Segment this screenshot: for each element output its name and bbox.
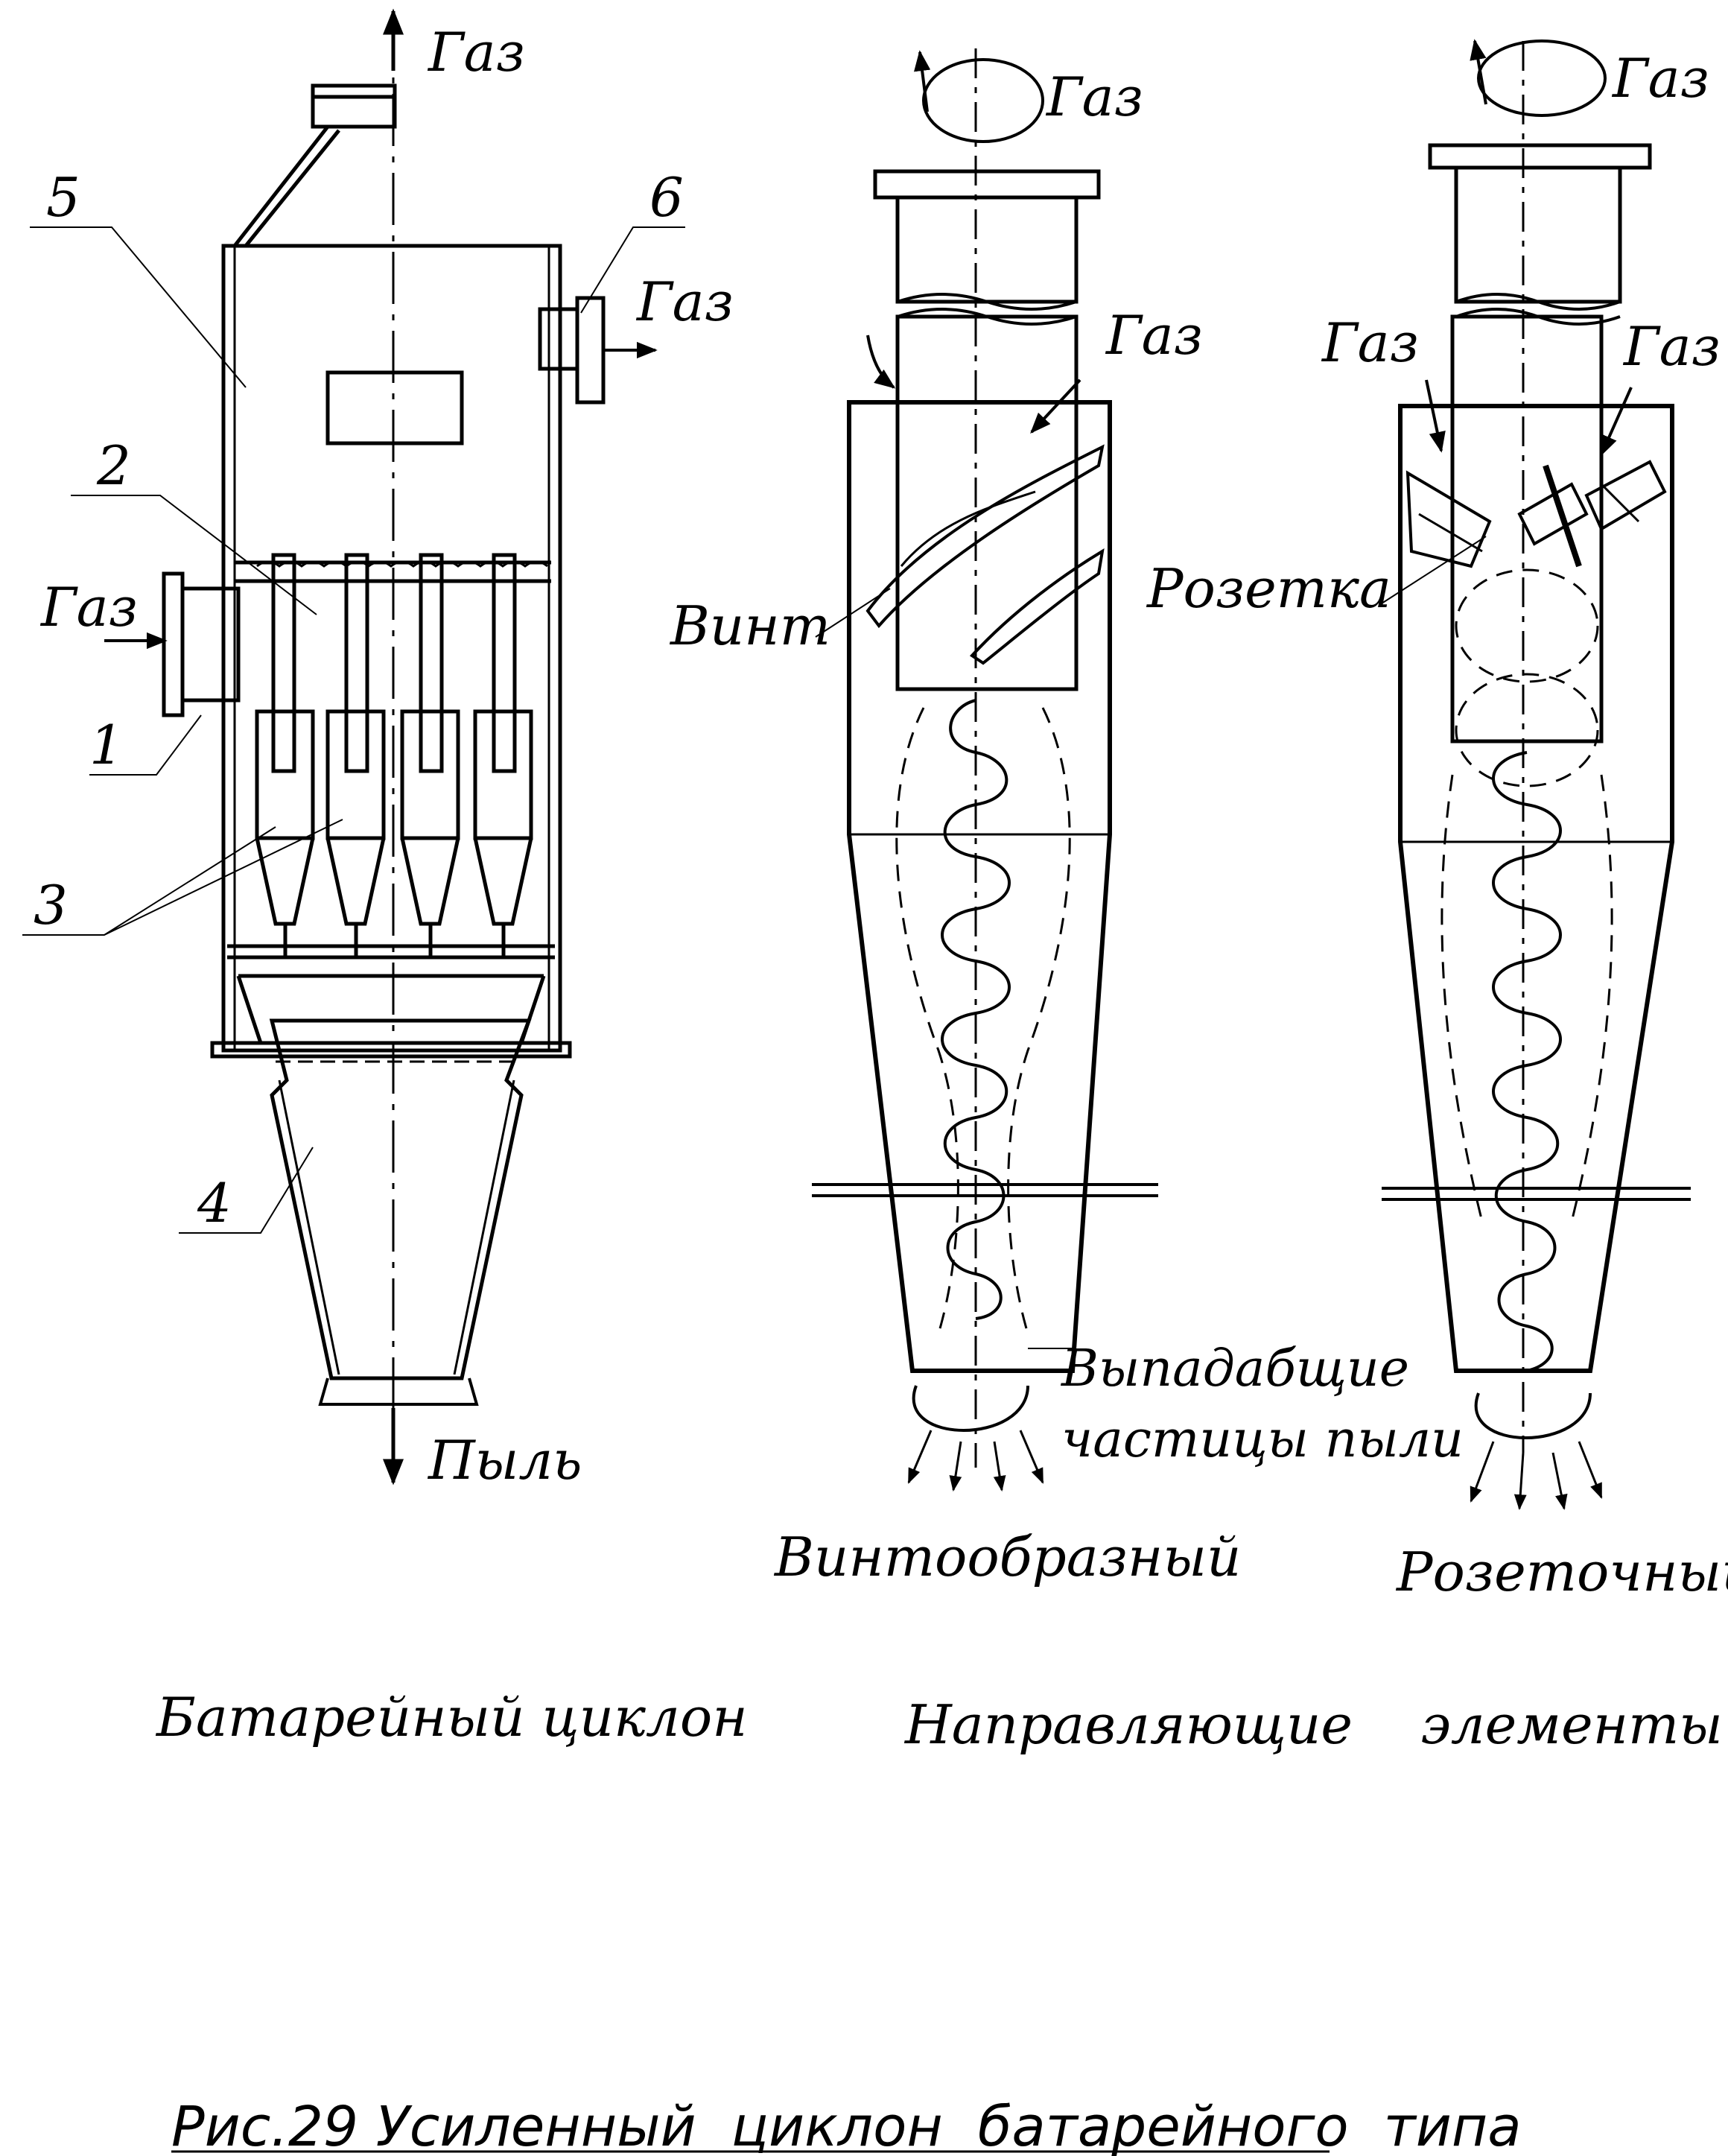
battery-gas-inlet-label: Газ: [39, 576, 138, 638]
rosette-gas-right-label: Газ: [1622, 315, 1721, 378]
screw-gas-top-label: Газ: [1045, 66, 1143, 128]
battery-cyclone-drawing: [22, 8, 685, 1486]
dust-hopper: [269, 1018, 532, 1380]
top-flange: [311, 83, 397, 129]
battery-cyclone-title: Батарейный циклон: [155, 1686, 748, 1748]
upper-housing: [221, 244, 562, 1053]
battery-gas-outlet-label: Газ: [635, 270, 734, 333]
screw-element-drawing: [812, 48, 1158, 1492]
screw-element-name: Винтообразный: [773, 1526, 1241, 1588]
rosette-gas-left-label: Газ: [1321, 311, 1419, 374]
screw-part-label: Винт: [669, 595, 830, 657]
gas-inlet-pipe: [180, 586, 241, 703]
rosette-gas-top-label: Газ: [1611, 47, 1709, 110]
part-number-6: 6: [649, 166, 684, 229]
part-number-1: 1: [89, 714, 124, 776]
part-number-5: 5: [46, 166, 80, 229]
screw-gas-side-label: Газ: [1105, 304, 1203, 367]
falling-dust-line1: Выпадабщие: [1060, 1339, 1409, 1398]
guide-elements-title: Направляющие элементы: [903, 1693, 1723, 1756]
battery-gas-top-label: Газ: [427, 21, 525, 83]
part-number-4: 4: [197, 1172, 232, 1234]
part-number-3: 3: [34, 874, 68, 936]
housing-window: [325, 370, 464, 446]
falling-dust-line2: частицы пыли: [1061, 1410, 1464, 1469]
figure-caption: Рис.29 Усиленный циклон батарейного типа: [171, 2095, 1522, 2156]
rosette-element-name: Розеточный: [1395, 1541, 1728, 1603]
rosette-element-drawing: [1381, 39, 1691, 1511]
rosette-part-label: Розетка: [1146, 557, 1391, 620]
cyclone-elements: [255, 553, 533, 957]
part-number-2: 2: [96, 434, 131, 497]
battery-dust-label: Пыль: [427, 1429, 582, 1491]
